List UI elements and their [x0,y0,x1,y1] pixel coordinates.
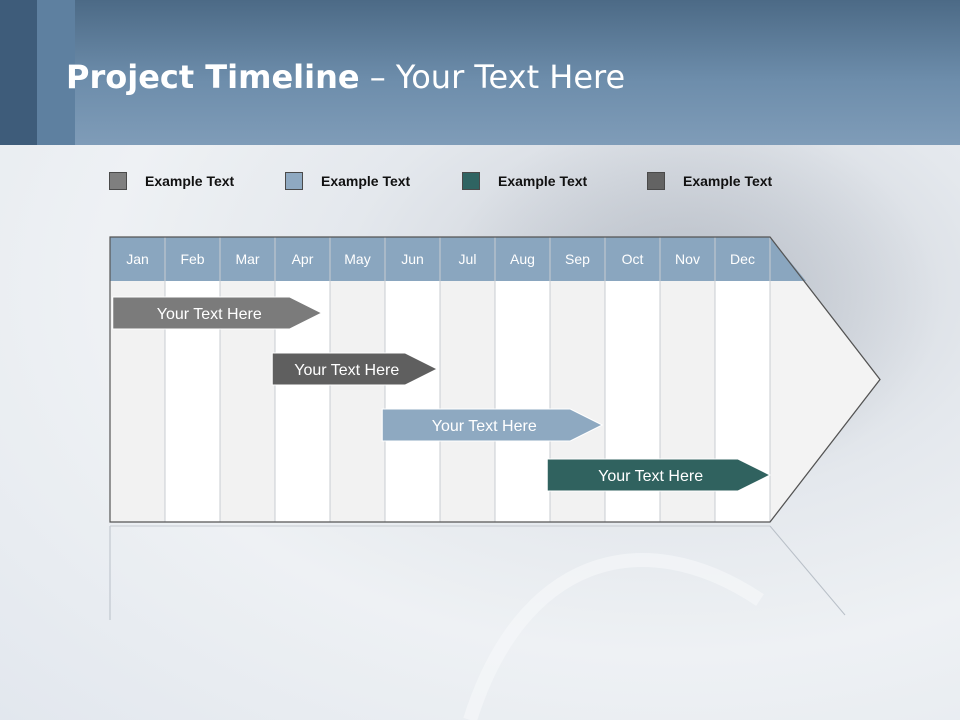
month-column [440,281,495,522]
legend-item: Example Text [647,170,772,192]
header-banner [0,0,960,145]
month-label: Oct [622,251,644,267]
bar-label: Your Text Here [598,468,703,485]
timeline-outline [109,236,881,523]
legend-item: Example Text [109,170,234,192]
legend-label: Example Text [321,173,411,189]
legend-item: Example Text [285,170,410,192]
timeline-bar [112,296,323,330]
month-label: Apr [292,251,314,267]
month-column [385,281,440,522]
month-label: Sep [565,251,590,267]
legend-swatch [462,172,480,190]
legend-swatch [285,172,303,190]
legend-label: Example Text [498,173,588,189]
reflection-line [769,525,846,616]
header-stripe [0,0,37,145]
title-main: Project Timeline [66,58,360,96]
bar-label: Your Text Here [294,362,399,379]
legend-label: Example Text [145,173,235,189]
month-label: Mar [235,251,259,267]
month-label: Aug [510,251,535,267]
month-label: Jul [459,251,477,267]
month-column [495,281,550,522]
timeline-bar [271,352,439,386]
legend-item: Example Text [462,170,587,192]
bar-label: Your Text Here [432,418,537,435]
month-label: May [344,251,370,267]
month-column [330,281,385,522]
month-label: Dec [730,251,755,267]
timeline-bar [381,408,604,442]
page-title: Project Timeline – Your Text Here [66,58,625,96]
month-label: Jan [126,251,149,267]
month-label: Feb [180,251,204,267]
title-subtitle: – Your Text Here [359,58,626,96]
legend-label: Example Text [683,173,773,189]
month-label: Nov [675,251,700,267]
timeline-bar [546,458,772,492]
legend-swatch [647,172,665,190]
legend-swatch [109,172,127,190]
month-label: Jun [401,251,424,267]
header-stripe [37,0,75,145]
bar-label: Your Text Here [157,306,262,323]
